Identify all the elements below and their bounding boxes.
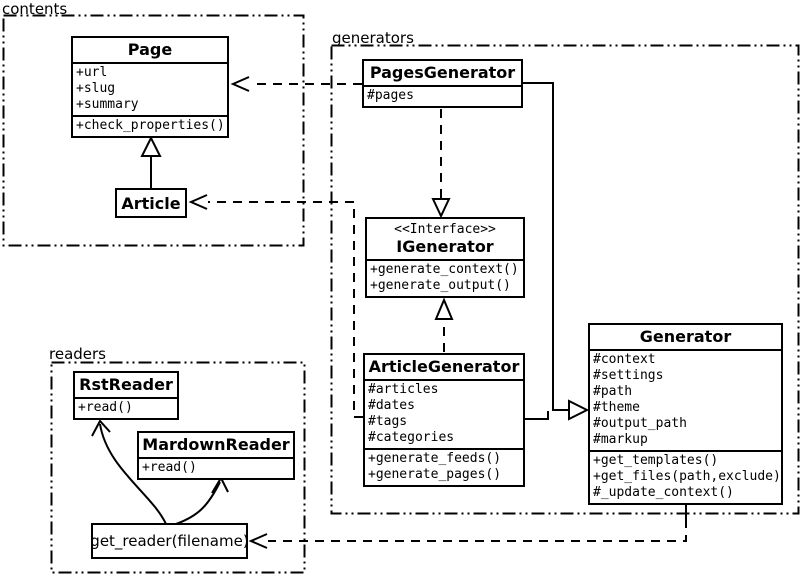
dependency-pagesgenerator-to-page-arrowhead-icon xyxy=(230,76,250,92)
uml-attribute: #categories xyxy=(368,430,455,445)
uml-method: +generate_feeds() xyxy=(368,451,502,466)
dependency-generator-to-getreader-line xyxy=(268,519,687,542)
package-generators-label: generators xyxy=(332,29,414,47)
class-pagesgenerator-attributes: #pages xyxy=(364,85,521,106)
class-igenerator-title: IGenerator xyxy=(396,237,494,256)
inheritance-article-to-page-triangle-icon xyxy=(140,135,162,157)
class-page-methods: +check_properties() xyxy=(73,115,227,136)
class-generator: Generator #context #settings #path #them… xyxy=(588,323,783,505)
class-rstreader-title: RstReader xyxy=(79,375,173,394)
class-mardownreader-methods: +read() xyxy=(139,457,293,478)
package-readers-border xyxy=(50,361,306,574)
uml-method: +generate_pages() xyxy=(368,467,502,482)
uml-method: #_update_context() xyxy=(593,485,734,500)
class-pagesgenerator-title: PagesGenerator xyxy=(369,63,516,82)
inheritance-articlegenerator-to-generator-line xyxy=(525,411,549,420)
function-get-reader-box: get_reader(filename) xyxy=(90,523,249,559)
class-rstreader-methods: +read() xyxy=(75,397,177,418)
uml-attribute: #theme xyxy=(593,400,640,415)
class-igenerator: <<Interface>> IGenerator +generate_conte… xyxy=(365,217,525,298)
arrow-getreader-to-mardownreader-arrowhead-icon xyxy=(211,475,229,494)
uml-attribute: +summary xyxy=(76,97,139,112)
uml-method: +generate_context() xyxy=(370,262,519,277)
realization-pagesgenerator-to-igenerator-triangle-icon xyxy=(431,198,451,219)
class-articlegenerator-methods: +generate_feeds() +generate_pages() xyxy=(365,448,523,485)
uml-attribute: +slug xyxy=(76,81,116,96)
uml-attribute: #settings xyxy=(593,368,664,383)
dependency-articlegenerator-to-article-line xyxy=(208,201,363,418)
arrow-getreader-to-rstreader-curve xyxy=(99,423,167,525)
uml-attribute: #context xyxy=(593,352,656,367)
class-article-title: Article xyxy=(121,193,181,213)
class-articlegenerator-attributes: #articles #dates #tags #categories xyxy=(365,379,523,448)
uml-method: +get_files(path,exclude) xyxy=(593,469,781,484)
uml-attribute: #pages xyxy=(367,88,414,103)
class-page-attributes: +url +slug +summary xyxy=(73,62,227,115)
inheritance-to-generator-triangle-icon xyxy=(568,399,590,421)
package-contents-label: contents xyxy=(2,0,68,18)
uml-method: +generate_output() xyxy=(370,278,511,293)
class-page: Page +url +slug +summary +check_properti… xyxy=(71,36,229,138)
class-mardownreader-title: MardownReader xyxy=(142,435,290,454)
class-article: Article xyxy=(115,188,187,218)
realization-articlegenerator-to-igenerator-triangle-icon xyxy=(434,297,454,320)
uml-attribute: #articles xyxy=(368,382,439,397)
uml-attribute: #output_path xyxy=(593,416,687,431)
dependency-generator-to-getreader-arrowhead-icon xyxy=(248,533,268,549)
uml-attribute: #dates xyxy=(368,398,415,413)
package-contents-border xyxy=(2,14,305,247)
uml-method: +check_properties() xyxy=(76,118,225,133)
class-igenerator-stereotype: <<Interface>> xyxy=(394,222,496,237)
uml-attribute: #path xyxy=(593,384,633,399)
uml-attribute: +url xyxy=(76,65,108,80)
uml-method: +read() xyxy=(78,400,133,415)
arrow-getreader-to-rstreader-arrowhead-icon xyxy=(91,419,111,437)
arrow-getreader-to-mardownreader-curve xyxy=(175,481,221,525)
class-articlegenerator-title: ArticleGenerator xyxy=(368,357,520,376)
uml-attribute: #tags xyxy=(368,414,408,429)
class-generator-methods: +get_templates() +get_files(path,exclude… xyxy=(590,450,781,503)
uml-method: +read() xyxy=(142,460,197,475)
uml-attribute: #markup xyxy=(593,432,648,447)
class-generator-attributes: #context #settings #path #theme #output_… xyxy=(590,349,781,450)
dependency-articlegenerator-to-article-arrowhead-icon xyxy=(188,194,208,210)
class-mardownreader: MardownReader +read() xyxy=(137,431,295,480)
class-page-title: Page xyxy=(127,40,173,59)
uml-method: +get_templates() xyxy=(593,453,719,468)
class-generator-title: Generator xyxy=(639,327,732,346)
class-rstreader: RstReader +read() xyxy=(73,371,179,420)
class-pagesgenerator: PagesGenerator #pages xyxy=(362,59,523,108)
function-get-reader-label: get_reader(filename) xyxy=(90,532,249,550)
package-readers-label: readers xyxy=(49,345,106,363)
inheritance-pagesgenerator-to-generator-line xyxy=(523,82,568,411)
class-igenerator-methods: +generate_context() +generate_output() xyxy=(367,259,523,296)
class-articlegenerator: ArticleGenerator #articles #dates #tags … xyxy=(363,353,525,487)
package-generators-border xyxy=(330,44,800,515)
